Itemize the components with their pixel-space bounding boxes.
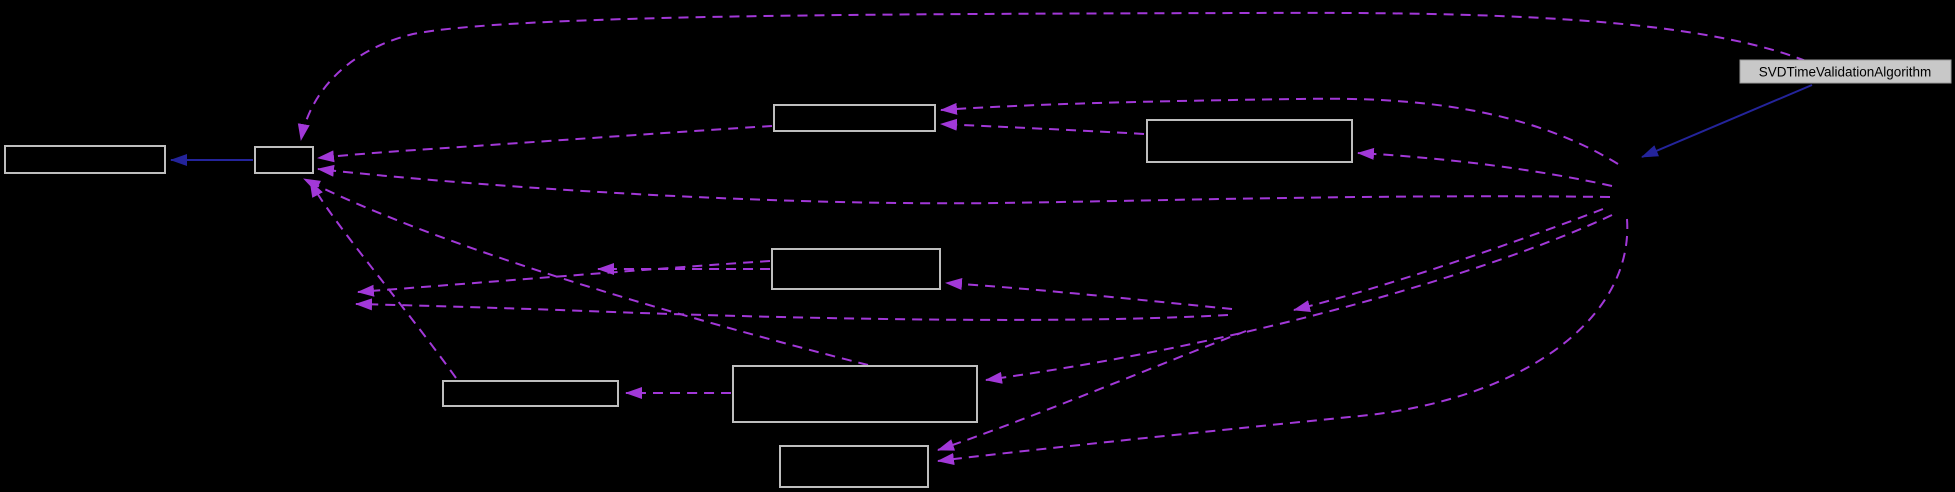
edge-usage-top-curve <box>297 11 1807 141</box>
edge-usage-hub-to-node8-arc <box>937 218 1629 465</box>
edge-usage-hidden-a-to-hidden-b <box>355 298 1229 321</box>
edge-usage-hidden-a-to-node5 <box>945 278 1233 310</box>
edge-usage-node5-to-hidden-b <box>357 260 771 297</box>
edge-usage-node7-to-node2-bottom <box>303 178 869 366</box>
highlighted-node-label: SVDTimeValidationAlgorithm <box>1759 65 1932 80</box>
edge-usage-node4-to-node3 <box>940 118 1145 135</box>
graph-node-8[interactable] <box>779 445 929 488</box>
edge-usage-hub-to-node7 <box>985 214 1613 384</box>
graph-node-6[interactable] <box>442 380 619 407</box>
edge-usage-node3-to-node2 <box>317 125 773 163</box>
edge-usage-hidden-a-to-node8 <box>937 330 1247 451</box>
graph-node-1[interactable] <box>4 145 166 174</box>
highlighted-node-box[interactable] <box>1739 59 1952 84</box>
node-svdtimevalidationalgorithm[interactable]: SVDTimeValidationAlgorithm <box>1739 59 1952 84</box>
graph-node-4[interactable] <box>1146 119 1353 163</box>
graph-node-3[interactable] <box>773 104 936 132</box>
graph-node-7[interactable] <box>732 365 978 423</box>
edge-usage-hub-to-node4 <box>1357 147 1613 187</box>
graph-node-2[interactable] <box>254 146 314 174</box>
edge-usage-hub-to-node2-right <box>317 164 1611 205</box>
edge-inherit-highlight-to-hub <box>1641 84 1813 158</box>
edge-usage-hub-to-node3 <box>940 97 1619 165</box>
edge-usage-hub-to-hidden-node-a <box>1293 208 1604 312</box>
graph-node-5[interactable] <box>771 248 941 290</box>
edge-usage-node6-to-node2-bottom <box>309 180 457 379</box>
